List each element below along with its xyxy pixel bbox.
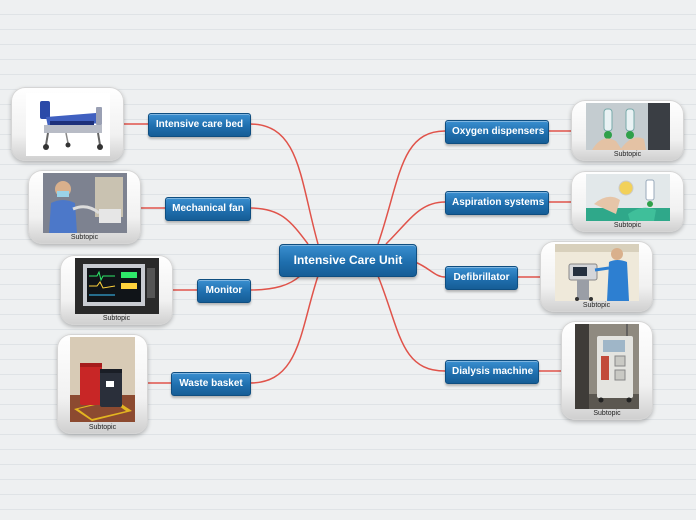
card-oxygen-dispensers[interactable]: Subtopic [571, 100, 684, 161]
caption-defibrillator: Subtopic [582, 302, 611, 309]
topic-defibrillator[interactable]: Defibrillator [445, 266, 518, 290]
connector-monitor [249, 275, 301, 291]
caption-dialysis-machine: Subtopic [593, 410, 621, 417]
suction-canister-image [586, 174, 670, 221]
caption-oxygen-dispensers: Subtopic [613, 151, 642, 158]
card-intensive-care-bed[interactable] [11, 87, 124, 161]
topic-waste-basket[interactable]: Waste basket [171, 372, 251, 396]
card-mechanical-fan[interactable]: Subtopic [28, 170, 141, 244]
waste-bins-image [70, 337, 135, 422]
topic-mechanical-fan[interactable]: Mechanical fan [165, 197, 251, 221]
card-aspiration-systems[interactable]: Subtopic [571, 171, 684, 232]
connector-waste-basket [249, 275, 319, 384]
card-monitor[interactable]: Subtopic [60, 255, 173, 325]
vital-signs-monitor-image [75, 258, 159, 314]
oxygen-flowmeter-image [586, 103, 670, 150]
connector-intensive-care-bed [249, 123, 319, 245]
topic-dialysis-machine[interactable]: Dialysis machine [445, 360, 539, 384]
topic-oxygen-dispensers[interactable]: Oxygen dispensers [445, 120, 549, 144]
connector-oxygen-dispensers [377, 130, 446, 245]
card-defibrillator[interactable]: Subtopic [540, 241, 653, 312]
topic-intensive-care-bed[interactable]: Intensive care bed [148, 113, 251, 137]
caption-waste-basket: Subtopic [88, 424, 117, 431]
connector-dialysis-machine [377, 275, 446, 372]
central-topic[interactable]: Intensive Care Unit [279, 244, 417, 277]
card-dialysis-machine[interactable]: Subtopic [561, 321, 653, 420]
caption-mechanical-fan: Subtopic [70, 234, 99, 241]
topic-aspiration-systems[interactable]: Aspiration systems [445, 191, 549, 215]
hospital-bed-image [26, 93, 110, 156]
topic-monitor[interactable]: Monitor [197, 279, 251, 303]
connector-aspiration-systems [385, 201, 446, 245]
defibrillator-cart-image [555, 244, 639, 301]
connector-mechanical-fan [249, 207, 309, 245]
connector-defibrillator [414, 261, 446, 278]
card-waste-basket[interactable]: Subtopic [57, 334, 148, 434]
patient-ventilator-image [43, 173, 127, 233]
caption-aspiration-systems: Subtopic [613, 222, 642, 229]
dialysis-unit-image [575, 324, 639, 409]
caption-monitor: Subtopic [102, 315, 131, 322]
